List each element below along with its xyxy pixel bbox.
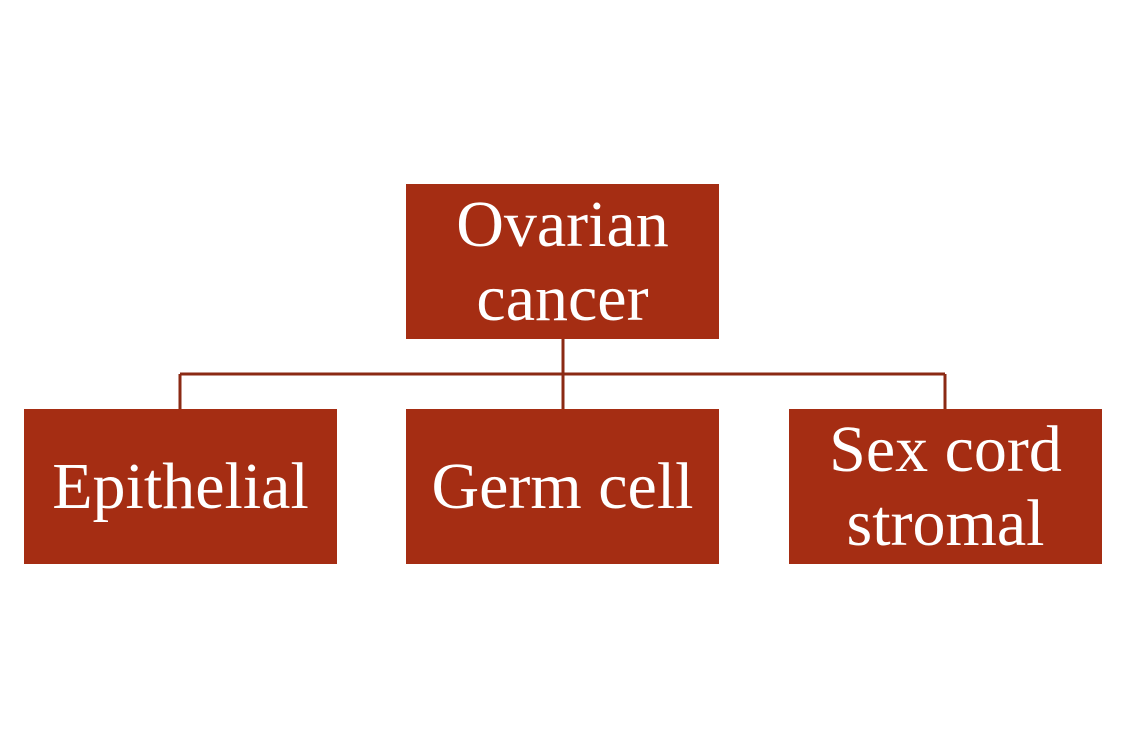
child-node-label: Epithelial: [52, 449, 309, 523]
child-node-epithelial: Epithelial: [24, 409, 337, 564]
root-node-ovarian-cancer: Ovarian cancer: [406, 184, 719, 339]
child-node-germ-cell: Germ cell: [406, 409, 719, 564]
child-node-label: Sex cord stromal: [829, 412, 1062, 560]
child-node-sex-cord-stromal: Sex cord stromal: [789, 409, 1102, 564]
child-node-label: Germ cell: [431, 449, 694, 523]
root-node-label: Ovarian cancer: [456, 187, 669, 335]
